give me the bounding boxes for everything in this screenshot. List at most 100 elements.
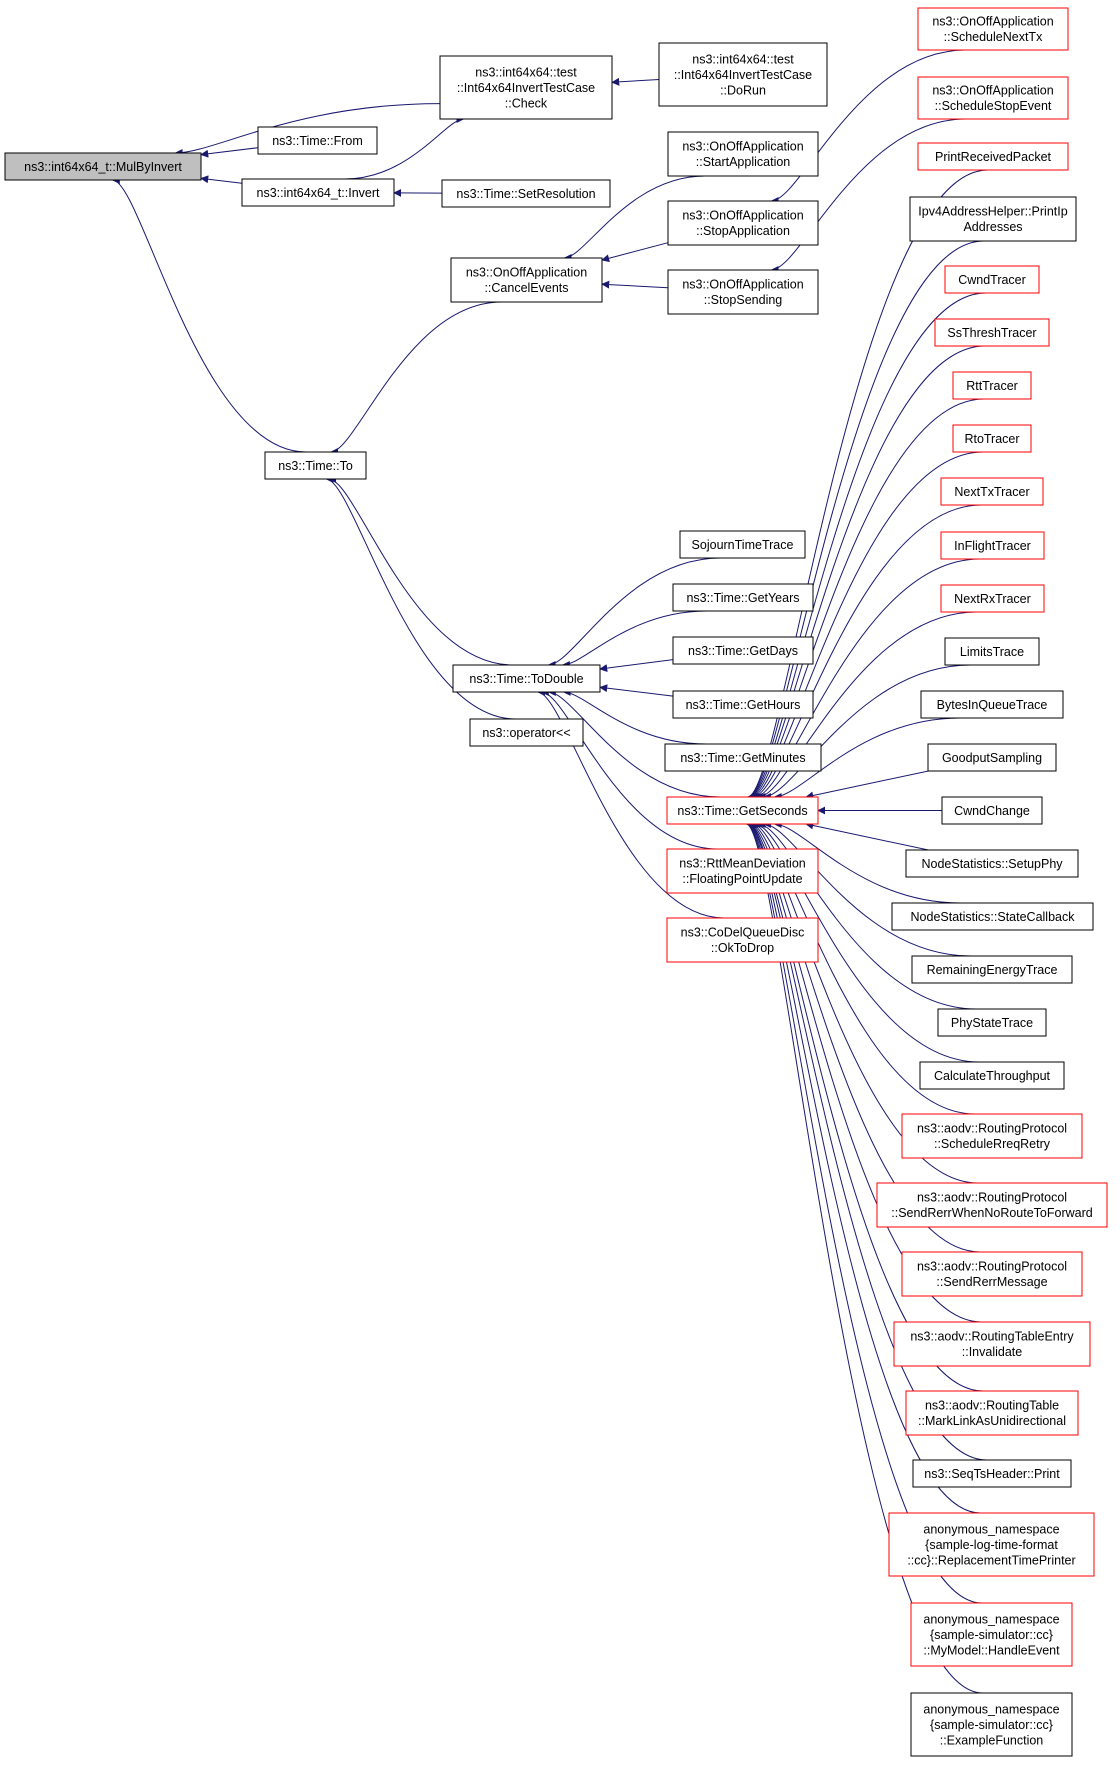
edge-dorun-to-check — [611, 77, 660, 86]
node-box — [910, 1602, 1073, 1667]
edge-arrow — [752, 820, 976, 1115]
edge-minutes-to-todouble — [562, 688, 707, 745]
node-cancel[interactable]: ns3::OnOffApplication::CancelEvents — [450, 257, 603, 303]
node-box — [941, 796, 1043, 825]
edge-stopapp-to-cancel — [601, 242, 669, 263]
node-limits[interactable]: LimitsTrace — [944, 637, 1040, 666]
node-anonex[interactable]: anonymous_namespace{sample-simulator::cc… — [910, 1692, 1073, 1757]
node-nsphy[interactable]: NodeStatistics::SetupPhy — [905, 849, 1079, 878]
node-sojourn[interactable]: SojournTimeTrace — [679, 530, 806, 559]
edge-arrow — [325, 475, 516, 720]
node-bytesq[interactable]: BytesInQueueTrace — [920, 690, 1064, 719]
node-ssthresh[interactable]: SsThreshTracer — [934, 318, 1050, 347]
node-label-line: ns3::Time::To — [278, 459, 353, 473]
node-label-line: ::ExampleFunction — [940, 1733, 1044, 1747]
node-box — [441, 179, 611, 208]
node-label-line: CwndTracer — [958, 273, 1026, 287]
node-label-line: Ipv4AddressHelper::PrintIp — [918, 205, 1067, 219]
edge-arrow — [328, 475, 514, 666]
node-anonlog[interactable]: anonymous_namespace{sample-log-time-form… — [888, 1512, 1095, 1577]
node-codel[interactable]: ns3::CoDelQueueDisc::OkToDrop — [666, 917, 819, 963]
node-years[interactable]: ns3::Time::GetYears — [672, 583, 814, 612]
node-box — [920, 690, 1064, 719]
node-nexttx[interactable]: NextTxTracer — [940, 477, 1044, 506]
node-box — [893, 1321, 1091, 1367]
node-seconds[interactable]: ns3::Time::GetSeconds — [666, 796, 819, 825]
edge-arrow — [773, 717, 961, 801]
node-label-line: ns3::aodv::RoutingProtocol — [917, 1191, 1067, 1205]
node-box — [876, 1182, 1108, 1228]
node-check[interactable]: ns3::int64x64::test::Int64x64InvertTestC… — [439, 55, 613, 120]
node-label-line: ::StopApplication — [696, 224, 790, 238]
edge-bytesq-to-seconds — [773, 717, 961, 801]
node-box — [944, 265, 1040, 294]
node-rtttr[interactable]: RttTracer — [952, 371, 1032, 400]
edge-calcthr-to-seconds — [754, 820, 980, 1063]
node-label-line: PrintReceivedPacket — [935, 150, 1052, 164]
edge-schednext-to-stopapp — [770, 49, 966, 205]
edge-nextrx-to-seconds — [757, 611, 977, 801]
node-nsstate[interactable]: NodeStatistics::StateCallback — [891, 902, 1094, 931]
node-remen[interactable]: RemainingEnergyTrace — [911, 955, 1073, 984]
node-aodvinval[interactable]: ns3::aodv::RoutingTableEntry::Invalidate — [893, 1321, 1091, 1367]
node-invert[interactable]: ns3::int64x64_t::Invert — [241, 178, 395, 207]
node-aodvmark[interactable]: ns3::aodv::RoutingTable::MarkLinkAsUnidi… — [905, 1390, 1079, 1436]
node-cwndch[interactable]: CwndChange — [941, 796, 1043, 825]
edge-arrow — [611, 77, 660, 86]
node-goodput[interactable]: GoodputSampling — [927, 743, 1057, 772]
node-box — [666, 917, 819, 963]
node-label-line: {sample-simulator::cc} — [930, 1628, 1053, 1642]
node-printrecv[interactable]: PrintReceivedPacket — [917, 142, 1069, 171]
node-label-line: ns3::SeqTsHeader::Print — [924, 1467, 1060, 1481]
edge-nexttx-to-seconds — [752, 504, 982, 801]
node-stopsend[interactable]: ns3::OnOffApplication::StopSending — [667, 269, 819, 315]
node-aodvrreq[interactable]: ns3::aodv::RoutingProtocol::ScheduleRreq… — [901, 1113, 1083, 1159]
edge-startapp-to-cancel — [563, 175, 706, 262]
node-nextrx[interactable]: NextRxTracer — [940, 584, 1045, 613]
node-dorun[interactable]: ns3::int64x64::test::Int64x64InvertTestC… — [658, 42, 828, 107]
edge-arrow — [561, 610, 707, 669]
node-label-line: ::StartApplication — [696, 155, 791, 169]
node-label-line: CwndChange — [954, 804, 1030, 818]
node-seqts[interactable]: ns3::SeqTsHeader::Print — [912, 1459, 1072, 1488]
node-cwndtr[interactable]: CwndTracer — [944, 265, 1040, 294]
edge-arrow — [540, 688, 718, 850]
node-hours[interactable]: ns3::Time::GetHours — [672, 690, 814, 719]
node-calcthr[interactable]: CalculateThroughput — [919, 1061, 1065, 1090]
node-schednext[interactable]: ns3::OnOffApplication::ScheduleNextTx — [917, 7, 1069, 51]
node-box — [940, 584, 1045, 613]
node-label-line: ::ScheduleStopEvent — [935, 99, 1052, 113]
node-to[interactable]: ns3::Time::To — [264, 451, 367, 480]
node-setres[interactable]: ns3::Time::SetResolution — [441, 179, 611, 208]
node-label-line: RttTracer — [966, 379, 1018, 393]
node-aodvsendrerr[interactable]: ns3::aodv::RoutingProtocol::SendRerrWhen… — [876, 1182, 1108, 1228]
node-box — [672, 690, 814, 719]
edge-arrow — [200, 175, 243, 184]
edge-arrow — [601, 242, 669, 263]
node-oplt[interactable]: ns3::operator<< — [469, 718, 584, 747]
node-todouble[interactable]: ns3::Time::ToDouble — [452, 664, 601, 693]
node-box — [679, 530, 806, 559]
node-from[interactable]: ns3::Time::From — [257, 126, 378, 155]
node-box — [901, 1113, 1083, 1159]
node-stopapp[interactable]: ns3::OnOffApplication::StopApplication — [667, 200, 819, 246]
node-schedstop[interactable]: ns3::OnOffApplication::ScheduleStopEvent — [917, 76, 1069, 120]
node-label-line: ns3::RttMeanDeviation — [679, 857, 806, 871]
node-rttmean[interactable]: ns3::RttMeanDeviation::FloatingPointUpda… — [666, 848, 819, 894]
node-label-line: ::Int64x64InvertTestCase — [674, 68, 812, 82]
node-minutes[interactable]: ns3::Time::GetMinutes — [664, 743, 822, 772]
node-inflight[interactable]: InFlightTracer — [940, 531, 1045, 560]
node-rtotr[interactable]: RtoTracer — [952, 424, 1032, 453]
edge-remen-to-seconds — [762, 820, 971, 957]
node-days[interactable]: ns3::Time::GetDays — [672, 636, 814, 665]
edge-arrow — [757, 611, 977, 801]
node-label-line: ns3::OnOffApplication — [682, 278, 803, 292]
node-startapp[interactable]: ns3::OnOffApplication::StartApplication — [667, 131, 819, 177]
node-anonmodel[interactable]: anonymous_namespace{sample-simulator::cc… — [910, 1602, 1073, 1667]
node-label-line: SojournTimeTrace — [692, 538, 794, 552]
node-phystate[interactable]: PhyStateTrace — [937, 1008, 1047, 1037]
node-box — [952, 424, 1032, 453]
node-aodvrerrmsg[interactable]: ns3::aodv::RoutingProtocol::SendRerrMess… — [901, 1251, 1083, 1297]
node-label-line: ns3::OnOffApplication — [466, 266, 587, 280]
